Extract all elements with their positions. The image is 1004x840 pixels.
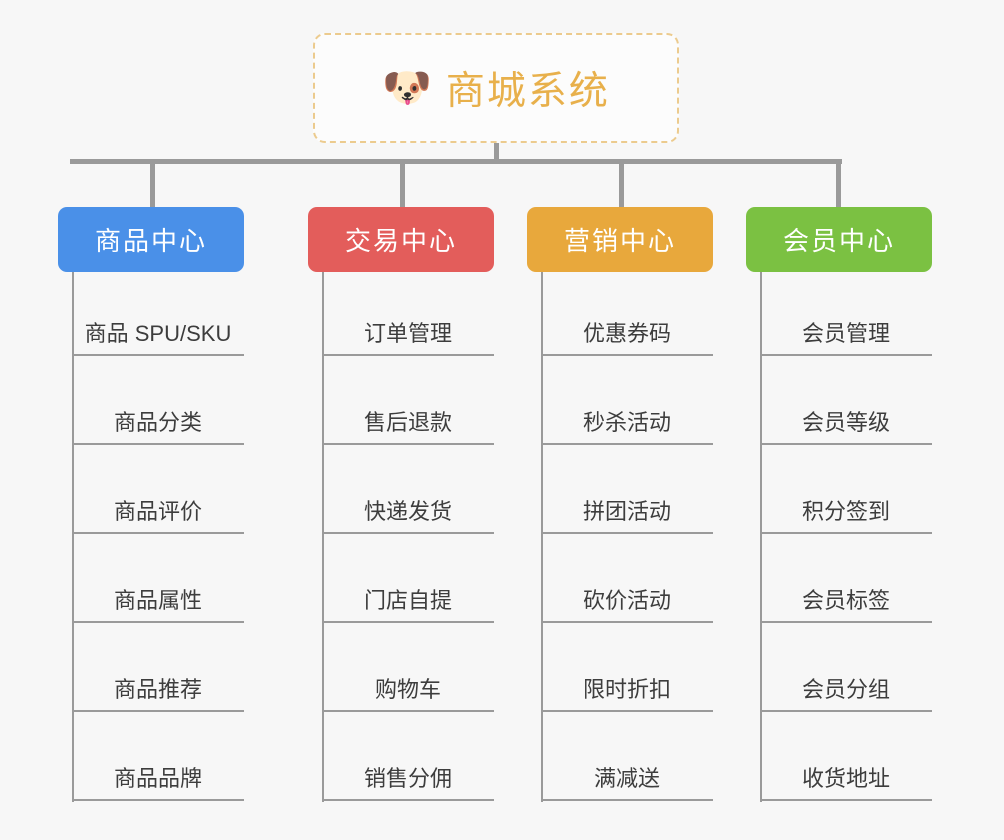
leaf-item[interactable]: 拼团活动 bbox=[541, 450, 713, 539]
leaf-item-label: 优惠券码 bbox=[541, 316, 713, 356]
leaf-item[interactable]: 快递发货 bbox=[322, 450, 494, 539]
leaf-item[interactable]: 优惠券码 bbox=[541, 272, 713, 361]
leaf-item-label: 限时折扣 bbox=[541, 672, 713, 712]
leaf-item[interactable]: 订单管理 bbox=[322, 272, 494, 361]
leaf-item-label: 订单管理 bbox=[322, 316, 494, 356]
leaf-item-label: 会员等级 bbox=[760, 405, 932, 445]
leaf-trunk-line bbox=[541, 272, 543, 802]
leaf-item[interactable]: 商品属性 bbox=[72, 539, 244, 628]
category-header-member-center[interactable]: 会员中心 bbox=[746, 207, 932, 272]
leaf-item-label: 会员标签 bbox=[760, 583, 932, 623]
leaf-item[interactable]: 商品评价 bbox=[72, 450, 244, 539]
connector-drop-marketing-center bbox=[619, 159, 624, 207]
leaf-item-label: 秒杀活动 bbox=[541, 405, 713, 445]
leaf-item-label: 售后退款 bbox=[322, 405, 494, 445]
leaf-item-label: 满减送 bbox=[541, 761, 713, 801]
leaf-item[interactable]: 商品推荐 bbox=[72, 628, 244, 717]
leaf-item[interactable]: 商品品牌 bbox=[72, 717, 244, 806]
connector-drop-product-center bbox=[150, 159, 155, 207]
leaf-item[interactable]: 会员等级 bbox=[760, 361, 932, 450]
leaf-trunk-line bbox=[322, 272, 324, 802]
leaf-item[interactable]: 商品 SPU/SKU bbox=[72, 272, 244, 361]
leaf-item[interactable]: 积分签到 bbox=[760, 450, 932, 539]
leaf-item-label: 销售分佣 bbox=[322, 761, 494, 801]
leaf-column-member-center: 会员管理会员等级积分签到会员标签会员分组收货地址 bbox=[746, 272, 932, 806]
leaf-item[interactable]: 收货地址 bbox=[760, 717, 932, 806]
leaf-item[interactable]: 砍价活动 bbox=[541, 539, 713, 628]
leaf-item-label: 拼团活动 bbox=[541, 494, 713, 534]
leaf-item-label: 快递发货 bbox=[322, 494, 494, 534]
category-header-label: 会员中心 bbox=[782, 226, 895, 256]
leaf-item[interactable]: 售后退款 bbox=[322, 361, 494, 450]
leaf-item[interactable]: 购物车 bbox=[322, 628, 494, 717]
connector-horizontal-bar bbox=[70, 159, 842, 164]
leaf-item-label: 购物车 bbox=[322, 672, 494, 712]
category-header-product-center[interactable]: 商品中心 bbox=[58, 207, 244, 272]
category-header-label: 商品中心 bbox=[94, 226, 207, 256]
leaf-item-label: 商品品牌 bbox=[72, 761, 244, 801]
leaf-column-trade-center: 订单管理售后退款快递发货门店自提购物车销售分佣 bbox=[308, 272, 494, 806]
leaf-item-label: 积分签到 bbox=[760, 494, 932, 534]
leaf-item[interactable]: 商品分类 bbox=[72, 361, 244, 450]
leaf-item[interactable]: 销售分佣 bbox=[322, 717, 494, 806]
leaf-item[interactable]: 门店自提 bbox=[322, 539, 494, 628]
leaf-item[interactable]: 会员管理 bbox=[760, 272, 932, 361]
leaf-trunk-line bbox=[760, 272, 762, 802]
leaf-item[interactable]: 限时折扣 bbox=[541, 628, 713, 717]
connector-drop-trade-center bbox=[400, 159, 405, 207]
dog-face-icon: 🐶 bbox=[382, 66, 432, 110]
leaf-item[interactable]: 秒杀活动 bbox=[541, 361, 713, 450]
leaf-item-label: 商品属性 bbox=[72, 583, 244, 623]
category-header-label: 营销中心 bbox=[563, 226, 676, 256]
leaf-trunk-line bbox=[72, 272, 74, 802]
leaf-item[interactable]: 会员标签 bbox=[760, 539, 932, 628]
leaf-item-label: 商品分类 bbox=[72, 405, 244, 445]
leaf-column-product-center: 商品 SPU/SKU 商品分类商品评价商品属性商品推荐商品品牌 bbox=[58, 272, 244, 806]
category-header-trade-center[interactable]: 交易中心 bbox=[308, 207, 494, 272]
leaf-item-label: 会员管理 bbox=[760, 316, 932, 356]
connector-root-stub bbox=[494, 143, 499, 163]
leaf-item-label: 门店自提 bbox=[322, 583, 494, 623]
leaf-item[interactable]: 会员分组 bbox=[760, 628, 932, 717]
category-header-marketing-center[interactable]: 营销中心 bbox=[527, 207, 713, 272]
category-header-label: 交易中心 bbox=[344, 226, 457, 256]
leaf-item-label: 砍价活动 bbox=[541, 583, 713, 623]
leaf-item-label: 商品推荐 bbox=[72, 672, 244, 712]
root-title: 商城系统 bbox=[445, 70, 610, 113]
leaf-column-marketing-center: 优惠券码秒杀活动拼团活动砍价活动限时折扣满减送 bbox=[527, 272, 713, 806]
leaf-item-label: 商品 SPU/SKU bbox=[72, 316, 244, 356]
connector-drop-member-center bbox=[836, 159, 841, 207]
leaf-item[interactable]: 满减送 bbox=[541, 717, 713, 806]
leaf-item-label: 收货地址 bbox=[760, 761, 932, 801]
leaf-item-label: 会员分组 bbox=[760, 672, 932, 712]
root-node[interactable]: 🐶 商城系统 bbox=[313, 33, 679, 143]
leaf-item-label: 商品评价 bbox=[72, 494, 244, 534]
